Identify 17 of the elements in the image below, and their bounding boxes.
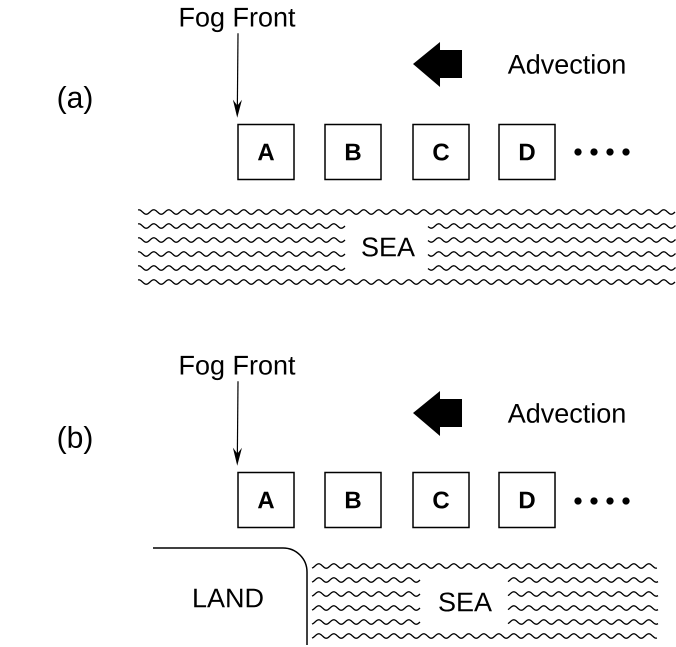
- box: D: [498, 124, 556, 180]
- panel-label: (b): [58, 426, 92, 454]
- land-label: LAND: [194, 588, 263, 608]
- box: A: [237, 472, 295, 528]
- sea-label: SEA: [362, 237, 415, 257]
- box: A: [237, 124, 295, 180]
- box: B: [324, 472, 382, 528]
- fog-front-label: Fog Front: [180, 356, 296, 380]
- advection-label: Advection: [508, 403, 625, 423]
- fog-front-label: Fog Front: [180, 8, 296, 32]
- sea-label: SEA: [439, 592, 492, 612]
- box: C: [412, 472, 470, 528]
- advection-label: Advection: [508, 54, 625, 74]
- box: B: [324, 124, 382, 180]
- box: C: [412, 124, 470, 180]
- box: D: [498, 472, 556, 528]
- panel-label: (a): [58, 86, 92, 114]
